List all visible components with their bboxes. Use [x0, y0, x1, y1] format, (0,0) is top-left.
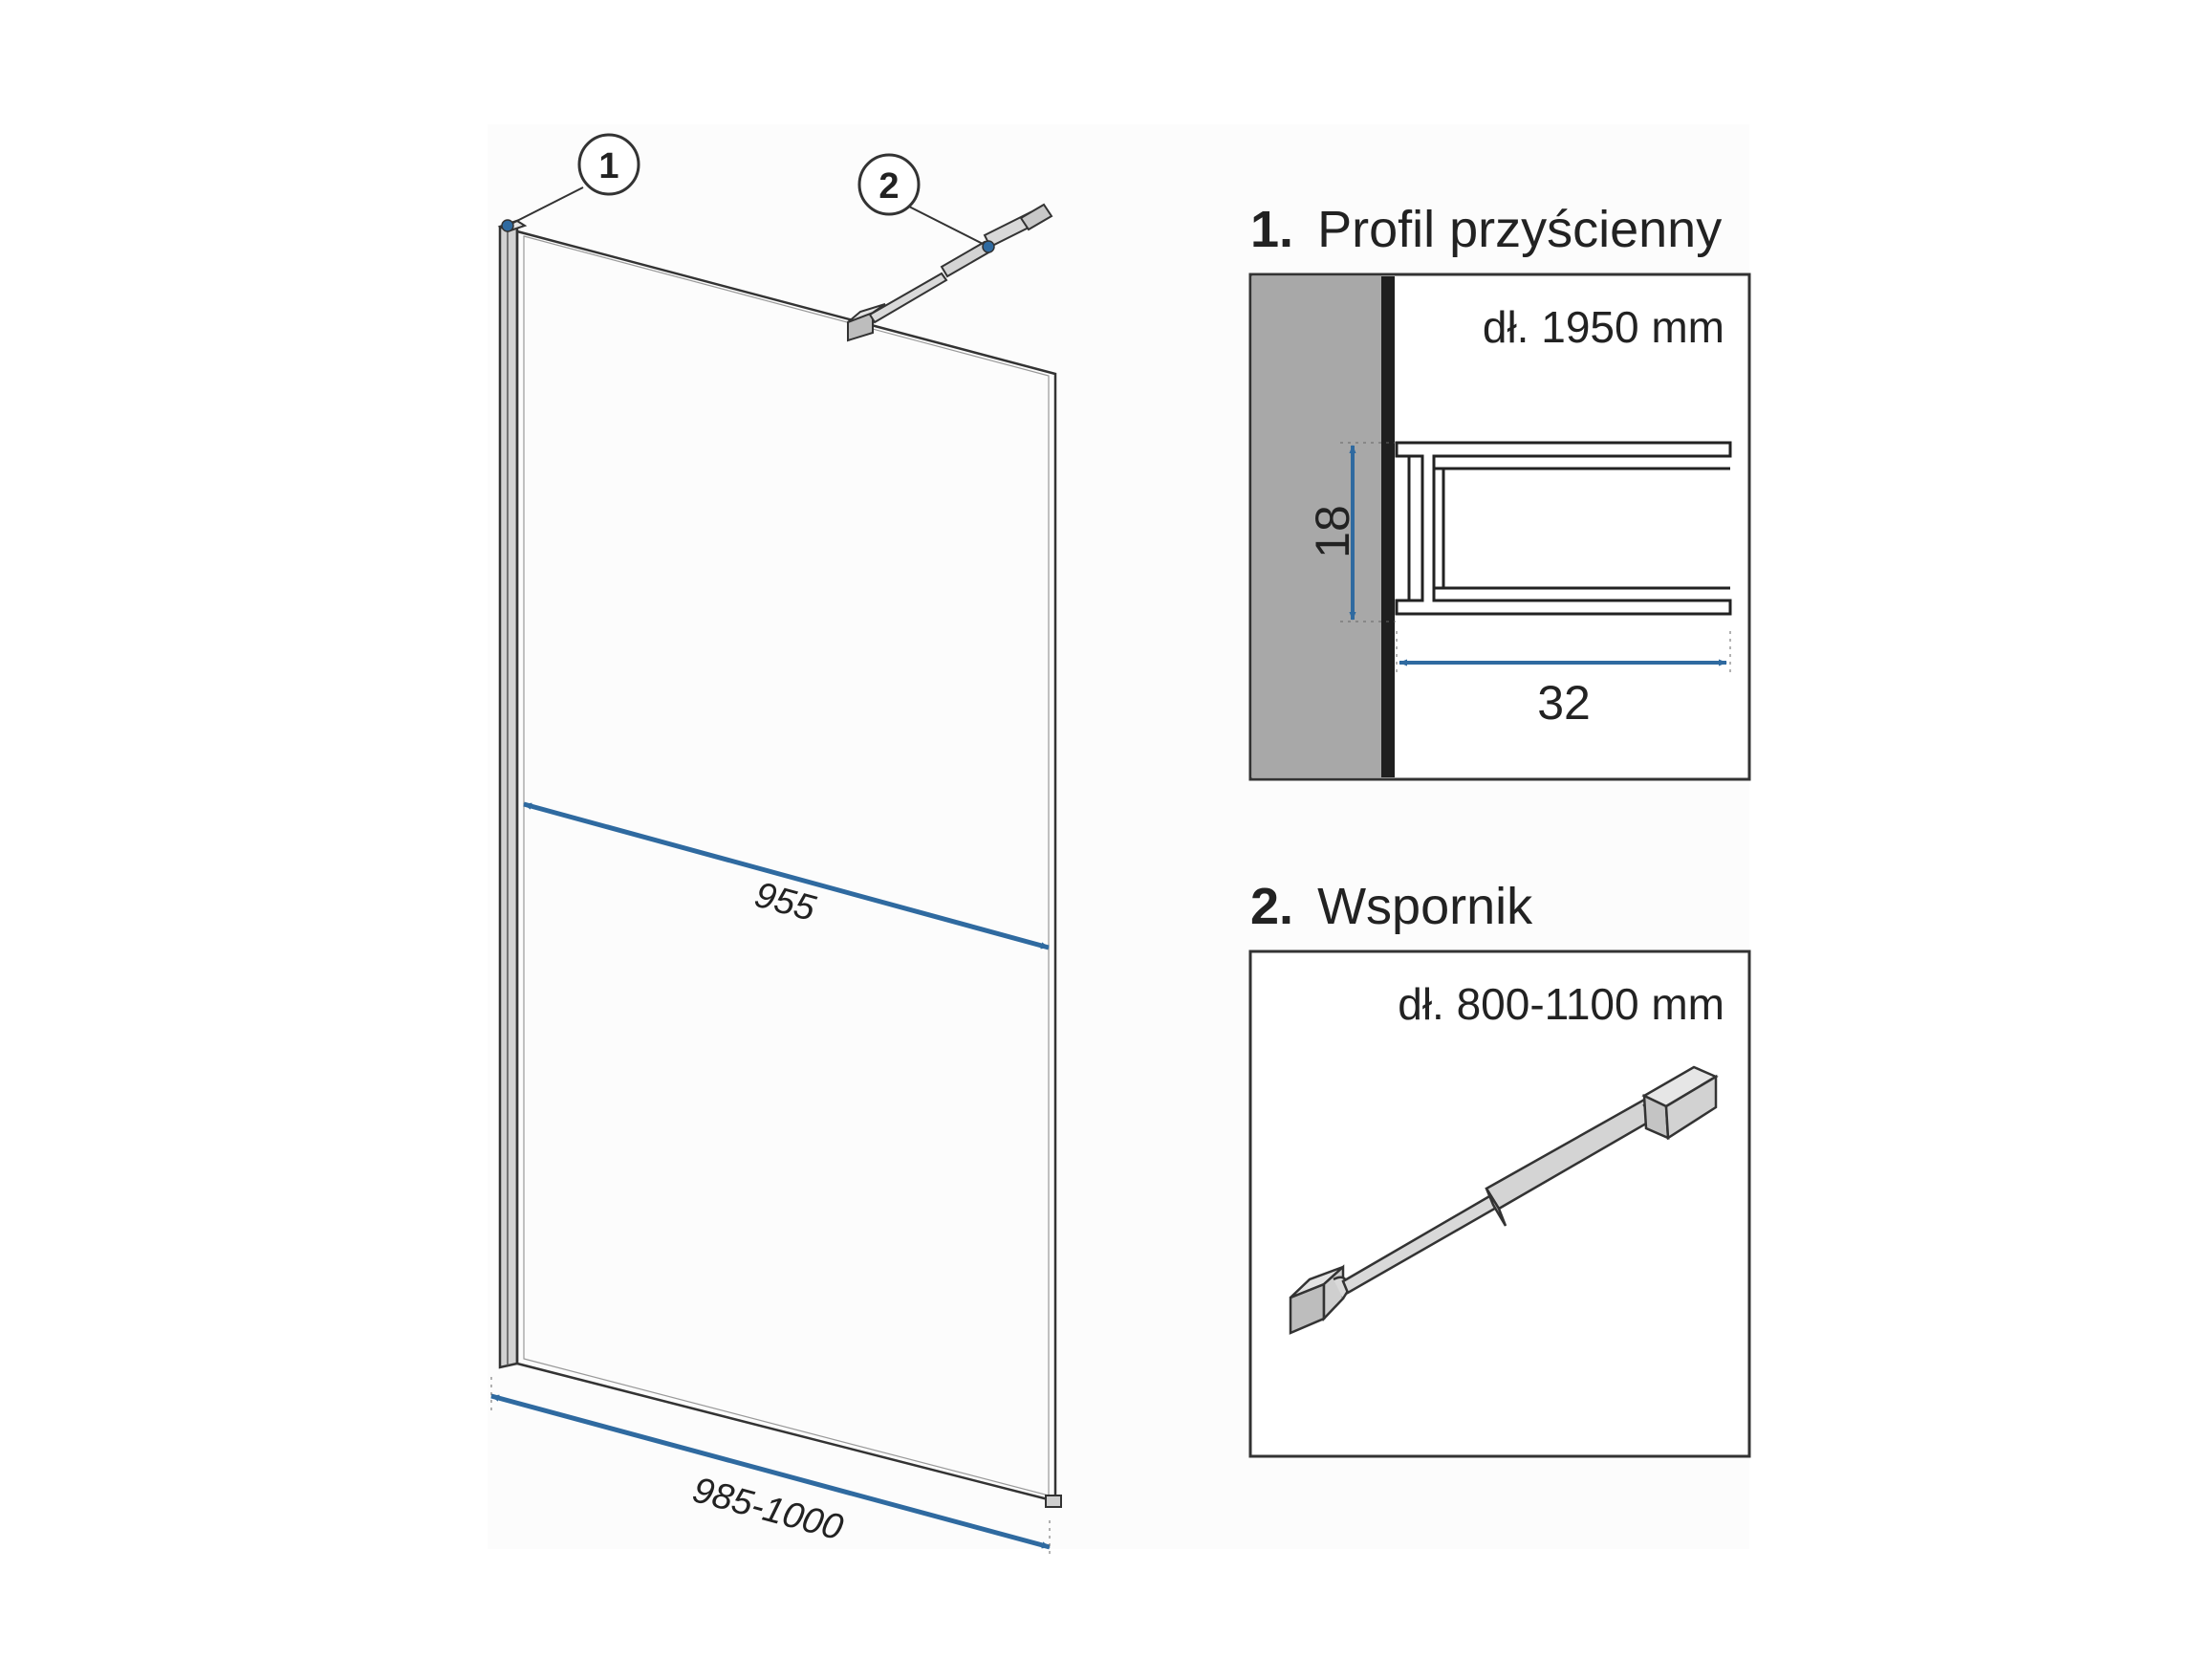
glass-wall-drawing: 1 2 955 985-1000: [490, 133, 1062, 1557]
marker-1-label: 1: [598, 146, 618, 186]
top-bracket: [847, 203, 1053, 342]
profile-panel: 1. Profil przyścienny dł. 1950 mm 18 32: [1248, 201, 1751, 781]
profile-panel-title: 1. Profil przyścienny: [1250, 201, 1722, 258]
bracket-panel-title: 2. Wspornik: [1250, 878, 1533, 935]
bracket-panel-title-text: Wspornik: [1317, 878, 1533, 935]
marker-2-dot: [982, 240, 995, 253]
wall-seal: [1381, 276, 1395, 777]
bracket-illustration: [1289, 1065, 1719, 1335]
bracket-length-label: dł. 800-1100 mm: [1398, 979, 1724, 1029]
bracket-panel-number: 2.: [1250, 878, 1293, 935]
bracket-panel: 2. Wspornik dł. 800-1100 mm: [1248, 878, 1751, 1458]
marker-2-label: 2: [878, 166, 899, 207]
wall-section: [1252, 276, 1381, 777]
panel-foot: [1045, 1495, 1062, 1508]
profile-panel-number: 1.: [1250, 201, 1293, 258]
dimension-985-1000-arrow: [490, 1393, 1051, 1550]
profile-panel-title-text: Profil przyścienny: [1317, 201, 1722, 258]
wall-profile: [498, 219, 519, 1369]
profile-length-label: dł. 1950 mm: [1483, 302, 1724, 352]
dimension-32-label: 32: [1537, 676, 1591, 730]
profile-cross-section: [1395, 441, 1732, 616]
marker-1-circle: [577, 133, 640, 196]
marker-1-dot: [501, 219, 514, 232]
dimension-955-arrow: [523, 801, 1050, 950]
marker-2-circle: [857, 153, 921, 216]
dimension-18-label: 18: [1306, 505, 1359, 558]
